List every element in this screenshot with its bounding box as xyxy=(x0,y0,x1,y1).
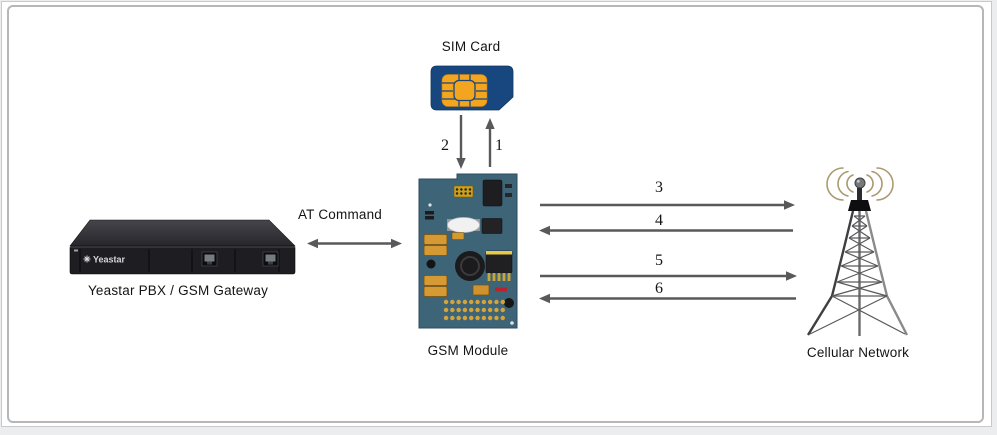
status-led xyxy=(74,249,78,252)
diagram-canvas: Yeastar xyxy=(1,1,992,427)
step-number-3: 3 xyxy=(655,179,663,196)
gsm-module-icon xyxy=(418,173,518,329)
yeastar-logo: Yeastar xyxy=(83,255,126,265)
pbx-front-panel xyxy=(69,245,296,275)
ethernet-port-icon xyxy=(201,251,218,267)
step-number-5: 5 xyxy=(655,252,663,269)
sim-card-icon xyxy=(430,65,514,111)
signal-waves-icon xyxy=(826,167,894,201)
diagram-graphics: Yeastar xyxy=(69,65,909,336)
gsm-module-label: GSM Module xyxy=(427,343,509,358)
arrow-sim-up-1 xyxy=(485,118,495,167)
pbx-gateway-label: Yeastar PBX / GSM Gateway xyxy=(87,283,269,298)
cellular-network-label: Cellular Network xyxy=(806,345,910,360)
arrow-network-6 xyxy=(539,293,796,304)
arrow-network-5 xyxy=(540,271,797,281)
yeastar-logo-text: Yeastar xyxy=(93,255,126,265)
arrow-sim-down-2 xyxy=(456,115,466,169)
arrow-network-4 xyxy=(539,225,793,236)
step-number-1: 1 xyxy=(495,137,503,154)
yeastar-logo-star-icon xyxy=(83,255,91,263)
arrow-network-3 xyxy=(540,200,795,210)
step-number-4: 4 xyxy=(655,212,663,229)
ethernet-port-icon xyxy=(262,251,279,267)
step-number-2: 2 xyxy=(441,137,449,154)
pbx-device-icon: Yeastar xyxy=(69,219,296,275)
at-command-label: AT Command xyxy=(297,207,383,222)
arrow-at-command xyxy=(307,238,402,249)
step-number-6: 6 xyxy=(655,280,663,297)
cell-tower-icon xyxy=(806,167,909,336)
sim-card-label: SIM Card xyxy=(441,39,501,54)
